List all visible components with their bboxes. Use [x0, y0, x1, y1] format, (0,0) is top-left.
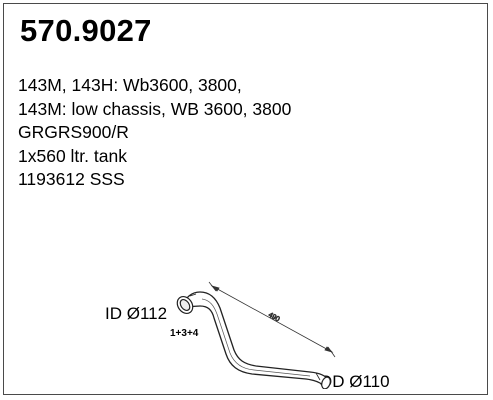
spec-list: 143M, 143H: Wb3600, 3800, 143M: low chas…: [18, 74, 291, 192]
spec-line: 1193612 SSS: [18, 169, 125, 189]
quantity-label: 1+3+4: [170, 328, 199, 339]
exhaust-pipe-drawing: 490: [176, 281, 336, 389]
inlet-diameter-label: ID Ø112: [105, 304, 168, 323]
inlet-end: [176, 293, 197, 314]
spec-line: 1x560 ltr. tank: [18, 145, 127, 166]
spec-line: 143M, 143H: Wb3600, 3800,: [18, 75, 242, 95]
spec-line: 143M: low chassis, WB 3600, 3800: [18, 98, 292, 119]
svg-text:490: 490: [267, 312, 281, 324]
product-card: 570.9027 143M, 143H: Wb3600, 3800, 143M:…: [3, 3, 488, 395]
part-number: 570.9027: [20, 13, 152, 48]
pipe-body: [185, 291, 329, 387]
spec-line: GRGRS900/R: [18, 122, 129, 142]
outlet-diameter-label: OD Ø110: [319, 372, 390, 391]
outlet-end: [315, 372, 331, 389]
